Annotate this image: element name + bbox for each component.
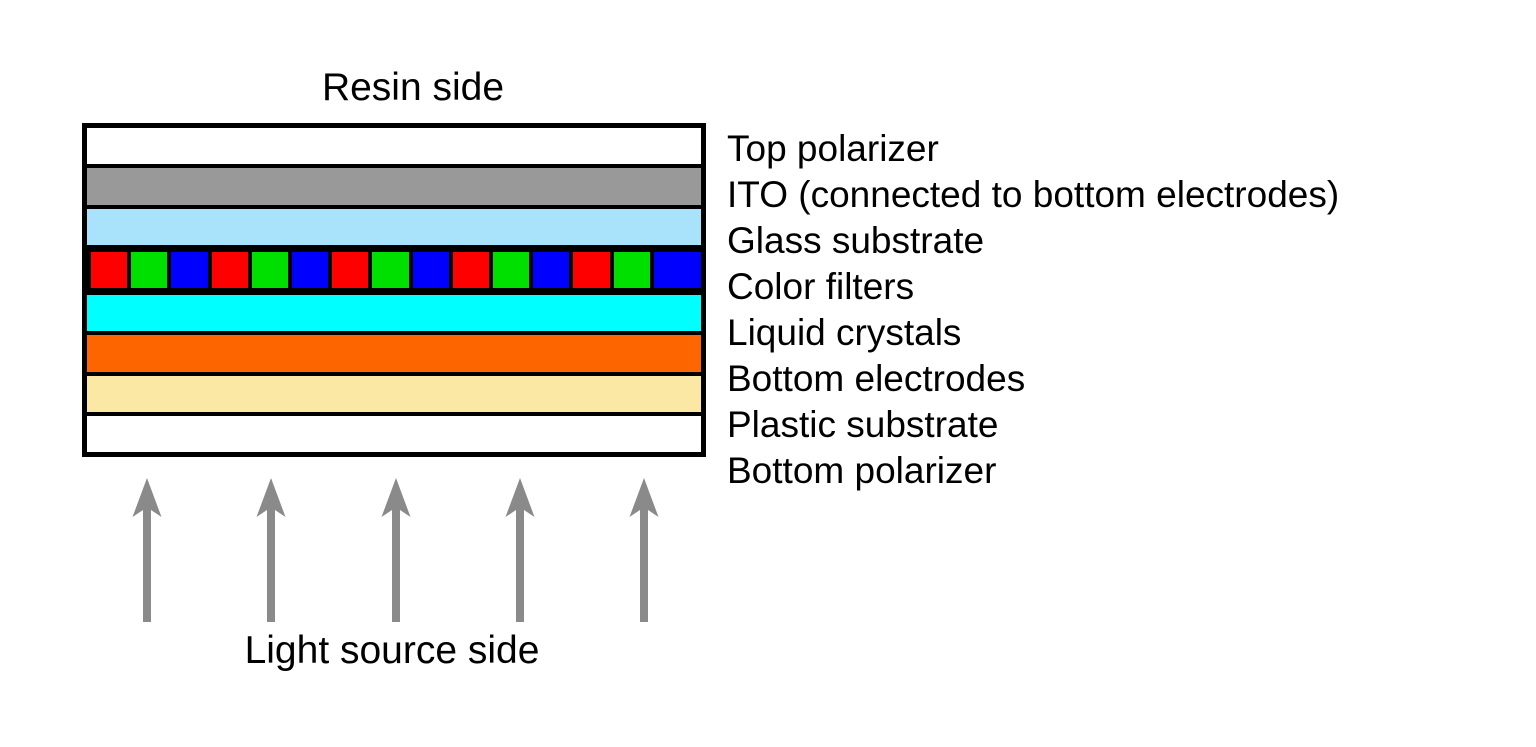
layer-label-color-filters: Color filters	[727, 266, 915, 307]
color-filter-cell-red	[452, 251, 490, 288]
layer-stack	[82, 123, 706, 457]
color-filter-cell-blue	[412, 251, 449, 288]
layer-label-liquid-crystals: Liquid crystals	[727, 312, 962, 353]
color-filter-cell-green	[372, 251, 409, 288]
up-arrow-icon	[256, 478, 286, 622]
color-filter-cell-red	[573, 251, 610, 288]
color-filter-cell-blue	[171, 251, 208, 288]
up-arrow-icon	[381, 478, 410, 622]
layer-row-bottom-polarizer	[87, 411, 701, 452]
color-filter-cell-green	[131, 251, 168, 288]
color-filter-cell-blue	[533, 251, 570, 288]
layer-row-color-filters	[87, 244, 701, 291]
color-filter-cell-blue	[292, 251, 329, 288]
layer-label-bottom-polarizer: Bottom polarizer	[727, 450, 997, 491]
resin-side-label: Resin side	[321, 66, 505, 109]
up-arrow-icon	[505, 478, 535, 622]
layer-row-glass-substrate	[87, 204, 701, 245]
up-arrow-icon	[629, 478, 659, 622]
layer-row-ito-connected-to-bottom-electrodes	[87, 164, 701, 205]
layer-row-plastic-substrate	[87, 371, 701, 412]
layer-row-liquid-crystals	[87, 291, 701, 332]
up-arrow-icon	[132, 478, 162, 622]
color-filter-cell-red	[211, 251, 248, 288]
layer-row-bottom-electrodes	[87, 331, 701, 372]
color-filter-cell-green	[251, 251, 289, 288]
layer-label-glass-substrate: Glass substrate	[727, 220, 985, 261]
layer-label-bottom-electrodes: Bottom electrodes	[727, 358, 1026, 399]
color-filter-cell-blue	[653, 251, 701, 288]
color-filter-cell-red	[91, 251, 128, 288]
color-filter-cell-red	[332, 251, 369, 288]
layer-row-top-polarizer	[87, 128, 701, 165]
layer-label-ito-connected-to-bottom-electrodes: ITO (connected to bottom electrodes)	[727, 174, 1340, 215]
color-filter-cell-green	[613, 251, 650, 288]
layer-label-top-polarizer: Top polarizer	[727, 128, 939, 169]
color-filter-cell-green	[493, 251, 530, 288]
light-source-side-label: Light source side	[244, 629, 540, 672]
layer-label-plastic-substrate: Plastic substrate	[727, 404, 999, 445]
